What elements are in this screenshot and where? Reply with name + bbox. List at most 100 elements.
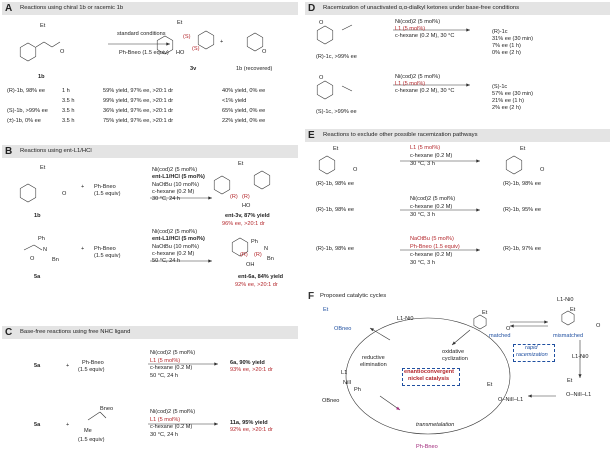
cmpd-1b-rec: 1b (recovered) bbox=[236, 66, 273, 72]
panel-e-letter: E bbox=[308, 130, 315, 141]
c1-cond-line-3: 50 °C, 24 h bbox=[150, 372, 179, 379]
label-et-e: Et bbox=[333, 146, 339, 152]
b1-cond-line-1: ent-L1/HCl (5 mol%) bbox=[152, 174, 205, 181]
arrow-reductive-head bbox=[370, 328, 374, 332]
panel-c-title: Base-free reactions using free NHC ligan… bbox=[20, 329, 131, 335]
f-l1: L1 bbox=[341, 370, 348, 376]
f-matched: matched bbox=[489, 333, 511, 339]
rapid-racemization-box bbox=[513, 344, 555, 362]
label-o-e: O bbox=[353, 167, 358, 173]
e2-cond-line-1: c-hexane (0.2 M) bbox=[410, 204, 453, 210]
d2-res-line-0: 57% ee (30 min) bbox=[492, 91, 534, 97]
c2-product: 11a, 95% yield bbox=[230, 420, 268, 426]
label-et-e1p: Et bbox=[520, 146, 526, 152]
c1-reagent: Ph-Bneo bbox=[82, 360, 104, 366]
enantioconvergent-box bbox=[402, 368, 460, 386]
f-ni0-top: L1-Ni0 bbox=[557, 297, 574, 303]
arrow-b1-head bbox=[208, 196, 212, 200]
b1-cond-line-3: c-hexane (0.2 M) bbox=[152, 188, 195, 195]
bond-1b-a bbox=[35, 41, 45, 48]
c1-sm: 5a bbox=[34, 363, 41, 369]
b2-plus: + bbox=[81, 246, 85, 252]
d1-cond-line-1: L1 (5 mol%) bbox=[395, 26, 426, 33]
f-et-ox2: Et bbox=[567, 378, 573, 384]
ring-b2p bbox=[231, 237, 249, 257]
f-o-matched: O bbox=[506, 326, 511, 332]
panel-e-title: Reactions to exclude other possible race… bbox=[323, 132, 478, 138]
b2-product: ent-6a, 84% yield bbox=[238, 274, 284, 280]
panel-b-title: Reactions using ent-L1/HCl bbox=[20, 148, 92, 154]
label-ph-b2p: Ph bbox=[251, 239, 258, 245]
bond-5a-a bbox=[23, 244, 35, 251]
c1-ee: 93% ee, >20:1 dr bbox=[230, 367, 273, 373]
ring-matched bbox=[473, 314, 487, 330]
b1-cond-line-4: 30 °C, 24 h bbox=[152, 196, 181, 203]
b2-stereo-1: (R) bbox=[240, 252, 248, 258]
f-rapid-2: racemization bbox=[516, 352, 548, 358]
plus-a: + bbox=[220, 39, 224, 45]
label-o-d2: O bbox=[319, 75, 324, 81]
label-o-rec: O bbox=[262, 49, 267, 55]
arrow-ox-link-head bbox=[528, 394, 532, 398]
cond-a-1: standard conditions bbox=[117, 31, 166, 37]
panel-d-letter: D bbox=[308, 3, 316, 14]
c1-product: 6a, 90% yield bbox=[230, 360, 265, 366]
ring-mismatched bbox=[561, 310, 575, 326]
label-et: Et bbox=[40, 23, 46, 29]
f-obneo-2: OBneo bbox=[322, 398, 340, 404]
catalytic-cycle bbox=[345, 317, 511, 435]
ring-b1p-b bbox=[253, 170, 271, 190]
arrow-e2-head bbox=[476, 208, 480, 212]
ring-3v-a bbox=[156, 35, 174, 55]
arrow-racem-f-head bbox=[544, 320, 548, 324]
f-reductive-1: reductive bbox=[362, 355, 385, 361]
label-n-b2: N bbox=[43, 247, 48, 253]
a-row-3-sm: (±)-1b, 0% ee bbox=[7, 118, 41, 124]
label-o-b2: O bbox=[30, 256, 35, 262]
e2-cond-line-2: 30 °C, 3 h bbox=[410, 212, 435, 218]
f-mismatched: mismatched bbox=[553, 333, 584, 339]
arrow-racem-b-head bbox=[510, 324, 514, 328]
d2-product: (S)-1c bbox=[492, 84, 508, 90]
arrow-c2-head bbox=[214, 422, 218, 426]
d1-product: (R)-1c bbox=[492, 29, 508, 35]
c2-bneo: Bneo bbox=[100, 406, 114, 412]
d1-cond-line-2: c-hexane (0.2 M), 30 °C bbox=[395, 33, 455, 40]
b1-cond-line-2: NaOtBu (10 mol%) bbox=[152, 181, 199, 188]
e3-cond-line-3: 30 °C, 3 h bbox=[410, 260, 435, 266]
label-o-e1p: O bbox=[540, 167, 545, 173]
e1-cond-line-0: L1 (5 mol%) bbox=[410, 145, 441, 151]
bond-d1 bbox=[341, 24, 353, 31]
b1-plus: + bbox=[81, 184, 85, 190]
b2-cond-line-2: NaOtBu (10 mol%) bbox=[152, 243, 199, 250]
b1-stereo-1: (R) bbox=[230, 194, 238, 200]
label-et-b1p: Et bbox=[238, 161, 244, 167]
bond-d2 bbox=[341, 85, 353, 92]
label-et-prod: Et bbox=[177, 20, 183, 26]
c1-equiv: (1.5 equiv) bbox=[78, 367, 105, 373]
b1-product: ent-3v, 87% yield bbox=[225, 213, 270, 219]
label-et-b: Et bbox=[40, 165, 46, 171]
c2-cond-line-1: L1 (5 mol%) bbox=[150, 416, 181, 423]
panel-a-header bbox=[2, 2, 298, 15]
panel-c-letter: C bbox=[5, 327, 13, 338]
a-row-3-recovered: 22% yield, 0% ee bbox=[222, 118, 266, 124]
arrow-a-head bbox=[166, 42, 170, 46]
f-center-2: nickel catalysis bbox=[408, 376, 450, 382]
b2-equiv: (1.5 equiv) bbox=[94, 253, 121, 259]
f-catalyst: L1-Ni0 bbox=[397, 316, 414, 322]
label-bn-b2p: Bn bbox=[267, 256, 274, 262]
e3-cond-line-0: NaOtBu (5 mol%) bbox=[410, 236, 454, 242]
f-rapid-1: rapid bbox=[525, 345, 538, 351]
e2-sm: (R)-1b, 98% ee bbox=[316, 207, 354, 213]
b1-reagent: Ph-Bneo bbox=[94, 184, 116, 190]
d1-res-line-0: 31% ee (30 min) bbox=[492, 36, 534, 42]
b1-ee: 96% ee, >20:1 dr bbox=[222, 221, 265, 227]
d1-cond-line-0: Ni(cod)2 (5 mol%) bbox=[395, 19, 441, 25]
e1-sm: (R)-1b, 98% ee bbox=[316, 181, 354, 187]
label-o-d1: O bbox=[319, 20, 324, 26]
stereo-s2: (S) bbox=[192, 46, 200, 52]
e3-sm: (R)-1b, 98% ee bbox=[316, 246, 354, 252]
arrow-d2-head bbox=[466, 83, 470, 87]
